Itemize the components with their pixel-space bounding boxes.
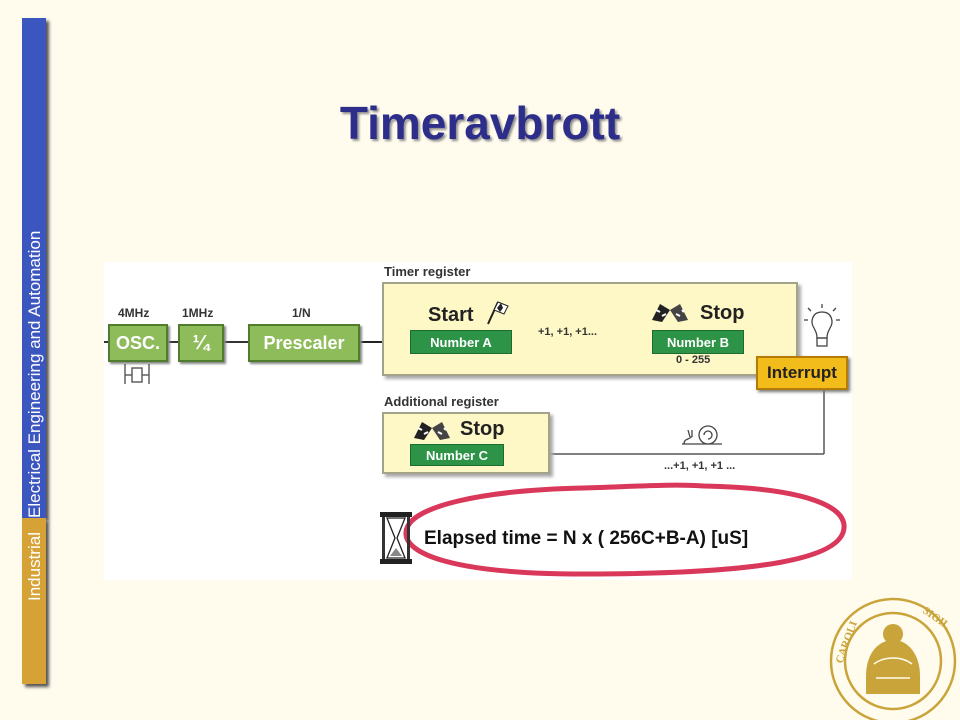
stop2-label: Stop [460, 418, 505, 440]
increment-label: +1, +1, +1... [538, 326, 598, 338]
interrupt-box: Interrupt [756, 356, 848, 390]
sidebar-blue-segment [22, 18, 46, 518]
svg-text:CAROLI: CAROLI [834, 620, 860, 665]
oscillator-box: OSC. [108, 324, 168, 362]
page-title: Timeravbrott [339, 97, 621, 149]
increment2-label: ...+1, +1, +1 ... [664, 460, 736, 472]
sidebar-bar: Industrial Electrical Engineering and Au… [22, 18, 46, 684]
checkered-flag-icon [652, 304, 688, 322]
crystal-icon [124, 364, 150, 384]
highlight-ellipse [403, 482, 847, 577]
timer-diagram: 4MHz 1MHz 1/N OSC. ¼ Prescaler Timer reg… [104, 262, 852, 580]
sidebar-label-department: Electrical Engineering and Automation [25, 230, 44, 518]
timer-register-label: Timer register [384, 264, 471, 279]
hourglass-icon [380, 512, 412, 564]
number-b-field: Number B [652, 330, 744, 354]
range-label: 0 - 255 [676, 354, 711, 366]
osc-frequency-label: 4MHz [118, 306, 150, 320]
prescaler-box: Prescaler [248, 324, 360, 362]
svg-text:SIGIL: SIGIL [920, 605, 952, 632]
checkered-flag-icon [414, 422, 450, 440]
timer-register-panel [382, 282, 798, 376]
divider-box: ¼ [178, 324, 224, 362]
start-label: Start [428, 304, 474, 326]
divider-frequency-label: 1MHz [182, 306, 214, 320]
snail-icon [682, 425, 722, 445]
prescaler-ratio-label: 1/N [292, 306, 311, 320]
checkered-flag-icon [487, 301, 509, 325]
sidebar-label-industrial: Industrial [25, 532, 44, 601]
elapsed-time-formula: Elapsed time = N x ( 256C+B-A) [uS] [424, 528, 749, 549]
additional-register-label: Additional register [384, 394, 499, 409]
light-bulb-icon [804, 304, 840, 347]
number-c-field: Number C [410, 444, 504, 466]
university-seal-icon: CAROLI SIGIL [829, 597, 957, 720]
stop-label: Stop [700, 302, 745, 324]
sidebar-gold-segment [22, 518, 46, 684]
number-a-field: Number A [410, 330, 512, 354]
